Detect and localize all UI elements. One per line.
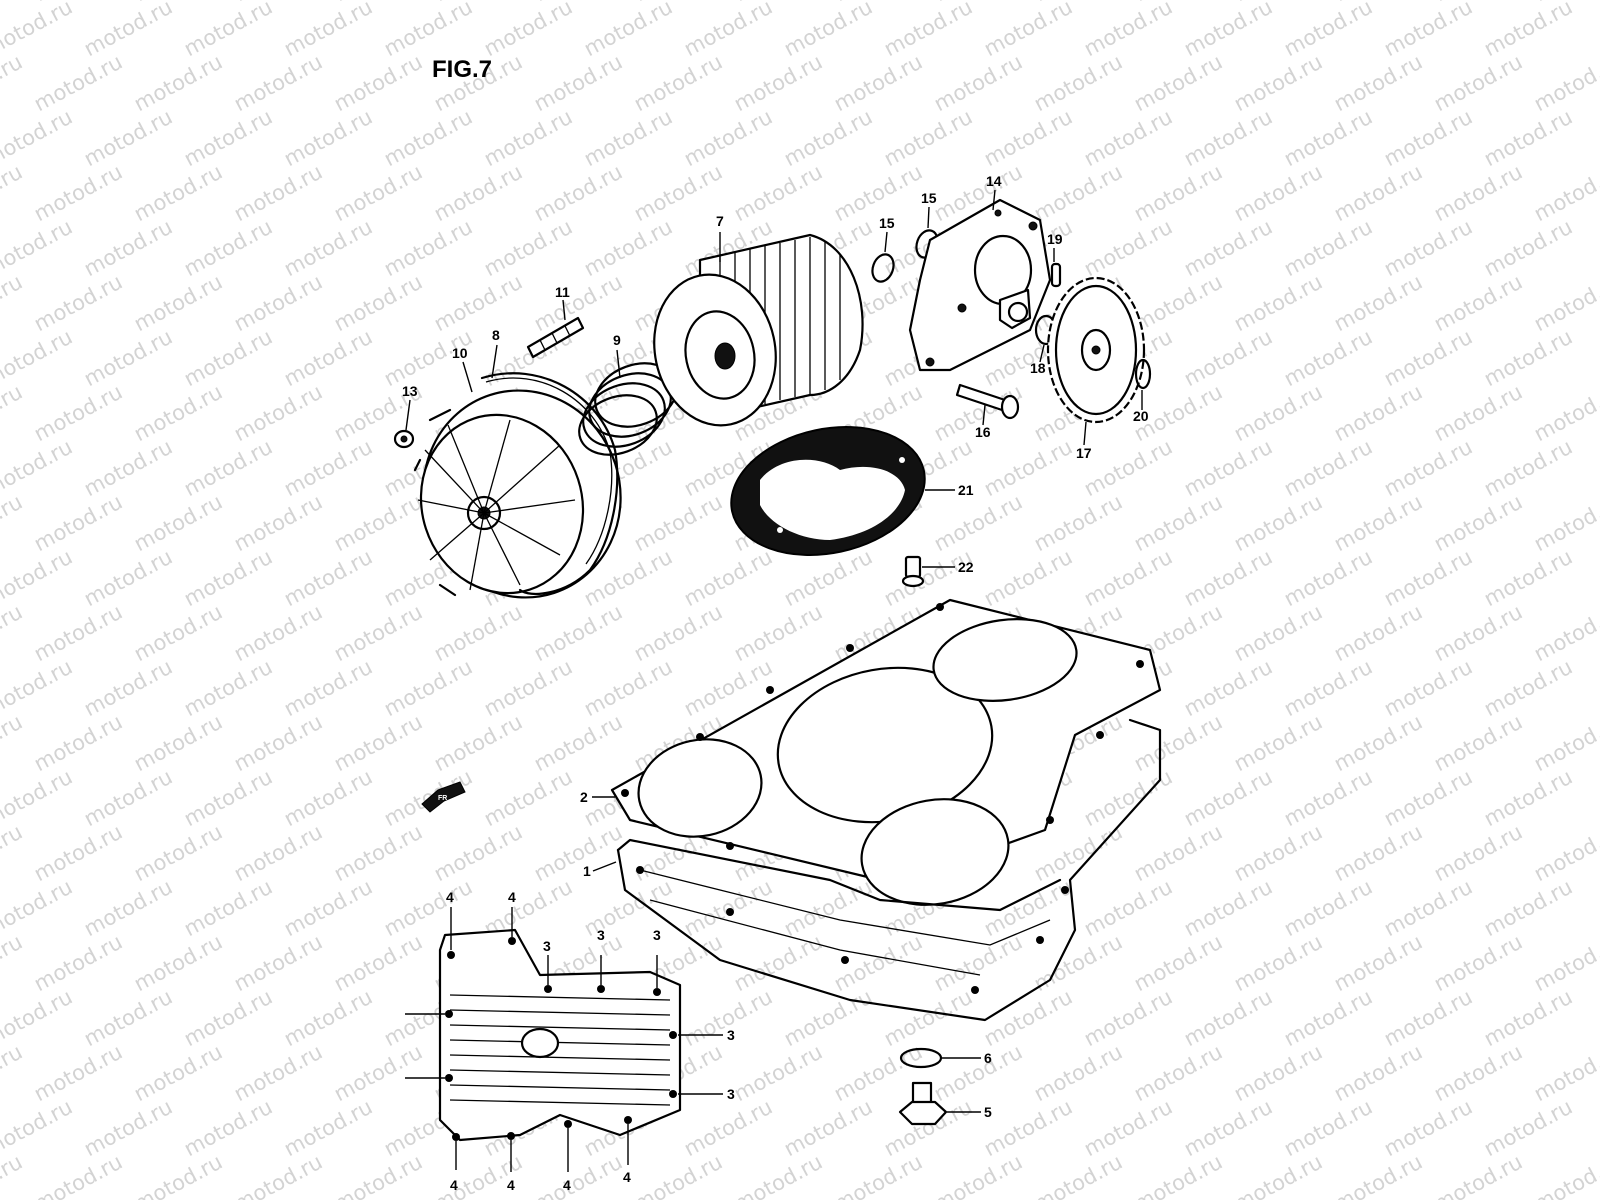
callout-22: 22 — [958, 559, 974, 575]
callout-15b: 15 — [921, 190, 937, 206]
svg-text:FR: FR — [438, 795, 447, 802]
o-ring-8 — [480, 372, 619, 596]
callout-2: 2 — [580, 789, 588, 805]
circlip-20 — [1134, 358, 1152, 390]
oil-pump-14 — [908, 198, 1052, 372]
leader-lines — [405, 189, 1143, 1172]
callout-9: 9 — [613, 332, 621, 348]
callout-16: 16 — [975, 424, 991, 440]
callout-13: 13 — [402, 383, 418, 399]
callout-4a: 4 — [446, 889, 454, 905]
callout-labels: 7 8 9 10 11 13 15 15 14 19 18 16 17 20 2… — [402, 173, 1149, 1193]
gear-17 — [1046, 276, 1146, 424]
oil-pan-bottom-view — [438, 928, 682, 1142]
callout-20: 20 — [1133, 408, 1149, 424]
callout-5: 5 — [984, 1104, 992, 1120]
callout-17: 17 — [1076, 445, 1092, 461]
callout-15a: 15 — [879, 215, 895, 231]
bolt-22 — [901, 555, 925, 588]
callout-10: 10 — [452, 345, 468, 361]
figure-title: FIG.7 — [432, 56, 492, 83]
callout-4d: 4 — [507, 1177, 515, 1193]
oil-pan-gasket-2 — [610, 598, 1162, 906]
oil-pan-1 — [616, 718, 1162, 1022]
callout-7: 7 — [716, 213, 724, 229]
gasket-21 — [730, 426, 926, 556]
callout-11: 11 — [555, 284, 570, 300]
drain-plug-5 — [898, 1081, 948, 1126]
pin-19 — [1050, 262, 1062, 288]
callout-19: 19 — [1047, 231, 1063, 247]
nut-13 — [393, 429, 415, 449]
callout-6: 6 — [984, 1050, 992, 1066]
callout-3b: 3 — [597, 927, 605, 943]
callout-3d: 3 — [727, 1027, 735, 1043]
callout-4e: 4 — [563, 1177, 571, 1193]
callout-3c: 3 — [653, 927, 661, 943]
oil-filter-cap — [413, 389, 622, 599]
bolt-16 — [955, 383, 1020, 420]
callout-3e: 3 — [727, 1086, 735, 1102]
callout-14: 14 — [986, 173, 1002, 189]
front-arrow-icon: FR — [421, 781, 466, 813]
callout-4c: 4 — [450, 1177, 458, 1193]
callout-21: 21 — [958, 482, 974, 498]
washer-6 — [899, 1047, 943, 1069]
oil-filter-7 — [653, 233, 864, 427]
callout-8: 8 — [492, 327, 500, 343]
callout-1: 1 — [583, 863, 591, 879]
callout-3a: 3 — [543, 938, 551, 954]
stud-bolt-11 — [526, 316, 585, 359]
callout-4f: 4 — [623, 1169, 631, 1185]
callout-18: 18 — [1030, 360, 1046, 376]
callout-4b: 4 — [508, 889, 516, 905]
o-ring-15a — [871, 253, 895, 283]
